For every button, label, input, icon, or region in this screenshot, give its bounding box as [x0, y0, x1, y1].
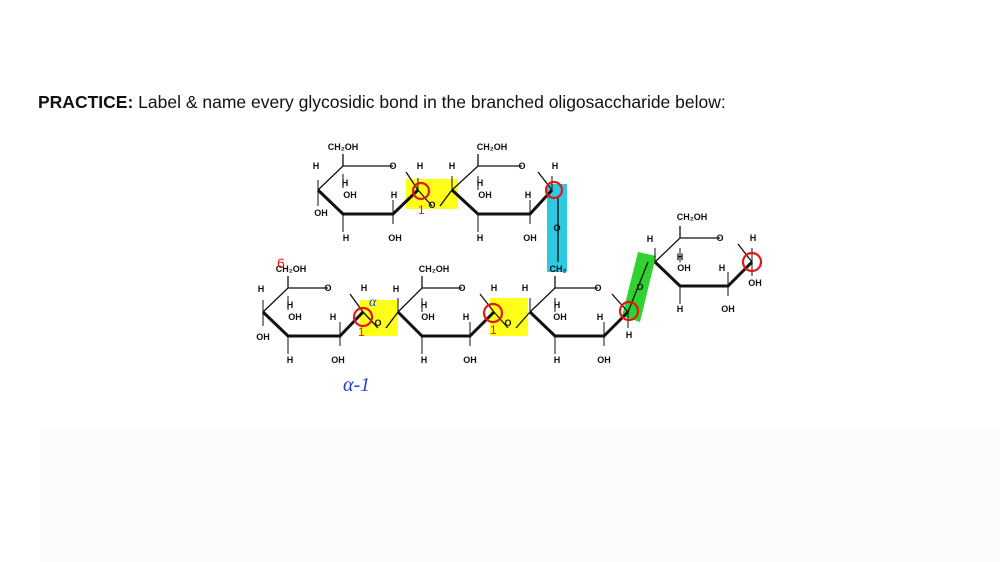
- atom-label-h: H: [477, 233, 484, 243]
- atom-label-h: H: [421, 300, 428, 310]
- atom-label-ch2oh: CH₂OH: [477, 142, 508, 152]
- atom-label-h: H: [361, 283, 368, 293]
- atom-label-oh: OH: [677, 263, 691, 273]
- atom-label-oh: OH: [478, 190, 492, 200]
- red-circle-bottom-1: [352, 306, 374, 328]
- atom-label-h: H: [597, 312, 604, 322]
- atom-label-ch2oh: CH₂OH: [677, 212, 708, 222]
- carbon-1-label-bottom-1: 1: [358, 325, 365, 339]
- atom-label-h: H: [554, 300, 561, 310]
- atom-label-h: H: [421, 355, 428, 365]
- atom-label-h: H: [525, 190, 532, 200]
- red-circle-top-2: [544, 180, 564, 200]
- atom-label-o: O: [428, 200, 435, 210]
- atom-label-h: H: [554, 355, 561, 365]
- atom-label-o: O: [504, 318, 511, 328]
- atom-label-h: H: [491, 283, 498, 293]
- branch-ring: [653, 226, 754, 304]
- top-ring-1: [316, 154, 433, 232]
- atom-label-h: H: [647, 234, 654, 244]
- practice-label: PRACTICE:: [38, 92, 134, 112]
- atom-label-o: O: [716, 233, 723, 243]
- alpha-mark: α: [369, 295, 377, 310]
- atom-label-h: H: [522, 283, 529, 293]
- atom-label-h: H: [258, 284, 265, 294]
- atom-label-h: H: [463, 312, 470, 322]
- atom-label-h: H: [330, 312, 337, 322]
- carbon-6-label: 6: [277, 255, 285, 271]
- atom-labels: CH₂OH H O H H OH H OH H OH O CH₂OH H O H…: [256, 142, 762, 365]
- atom-label-h: H: [287, 300, 294, 310]
- atom-label-ch2oh: CH₂OH: [276, 264, 307, 274]
- atom-label-o: O: [553, 223, 560, 233]
- atom-label-h: H: [287, 355, 294, 365]
- atom-label-oh: OH: [421, 312, 435, 322]
- handwritten-annotations: 6 1 1 1 α α-1: [277, 203, 497, 396]
- atom-label-h: H: [313, 161, 320, 171]
- atom-label-oh: OH: [388, 233, 402, 243]
- carbon-1-label-top: 1: [418, 203, 425, 217]
- atom-label-h: H: [719, 263, 726, 273]
- atom-label-oh: OH: [597, 355, 611, 365]
- atom-label-h: H: [417, 161, 424, 171]
- atom-label-o: O: [518, 161, 525, 171]
- top-ring-2: [439, 154, 559, 262]
- red-circle-bottom-2: [482, 302, 504, 324]
- atom-label-o: O: [324, 283, 331, 293]
- atom-label-o: O: [594, 283, 601, 293]
- red-circle-top-1: [411, 181, 431, 201]
- atom-label-oh: OH: [288, 312, 302, 322]
- atom-label-o: O: [374, 318, 381, 328]
- atom-label-o: O: [636, 282, 643, 292]
- cyan-highlight: [547, 184, 567, 272]
- bottom-ring-3: [515, 261, 649, 354]
- red-circle-branch: [741, 251, 763, 273]
- atom-label-o: O: [389, 161, 396, 171]
- instruction-text: Label & name every glycosidic bond in th…: [138, 92, 726, 112]
- atom-label-h: H: [449, 161, 456, 171]
- atom-label-ch2: CH₂: [550, 264, 567, 274]
- atom-label-oh: OH: [463, 355, 477, 365]
- red-circle-bottom-3: [618, 300, 640, 322]
- atom-label-h: H: [552, 161, 559, 171]
- atom-label-ch2oh: CH₂OH: [419, 264, 450, 274]
- atom-label-h: H: [342, 178, 349, 188]
- yellow-highlight-bottom-left: [360, 300, 398, 336]
- atom-label-h: H: [393, 284, 400, 294]
- atom-label-oh: OH: [331, 355, 345, 365]
- atom-label-h: H: [626, 330, 633, 340]
- atom-label-o: O: [458, 283, 465, 293]
- atom-label-oh: OH: [256, 332, 270, 342]
- atom-label-oh: OH: [748, 278, 762, 288]
- atom-label-h: H: [677, 304, 684, 314]
- atom-label-h: H: [477, 178, 484, 188]
- bottom-ring-1: [261, 276, 379, 354]
- atom-label-h: H: [750, 233, 757, 243]
- atom-label-oh: OH: [553, 312, 567, 322]
- atom-label-oh: OH: [523, 233, 537, 243]
- atom-label-oh: OH: [721, 304, 735, 314]
- alpha-1-bond-label: α-1: [343, 374, 370, 396]
- red-circles: [352, 180, 763, 328]
- empty-work-area: [40, 428, 1000, 562]
- atom-label-h: H: [343, 233, 350, 243]
- atom-label-ch2oh: CH₂OH: [328, 142, 359, 152]
- practice-prompt: PRACTICE: Label & name every glycosidic …: [38, 92, 726, 113]
- atom-label-h: H: [391, 190, 398, 200]
- atom-label-oh: OH: [314, 208, 328, 218]
- carbon-1-label-bottom-2: 1: [490, 323, 497, 337]
- atom-label-oh: OH: [343, 190, 357, 200]
- atom-label-h: H: [677, 252, 684, 262]
- bottom-ring-2: [385, 276, 509, 354]
